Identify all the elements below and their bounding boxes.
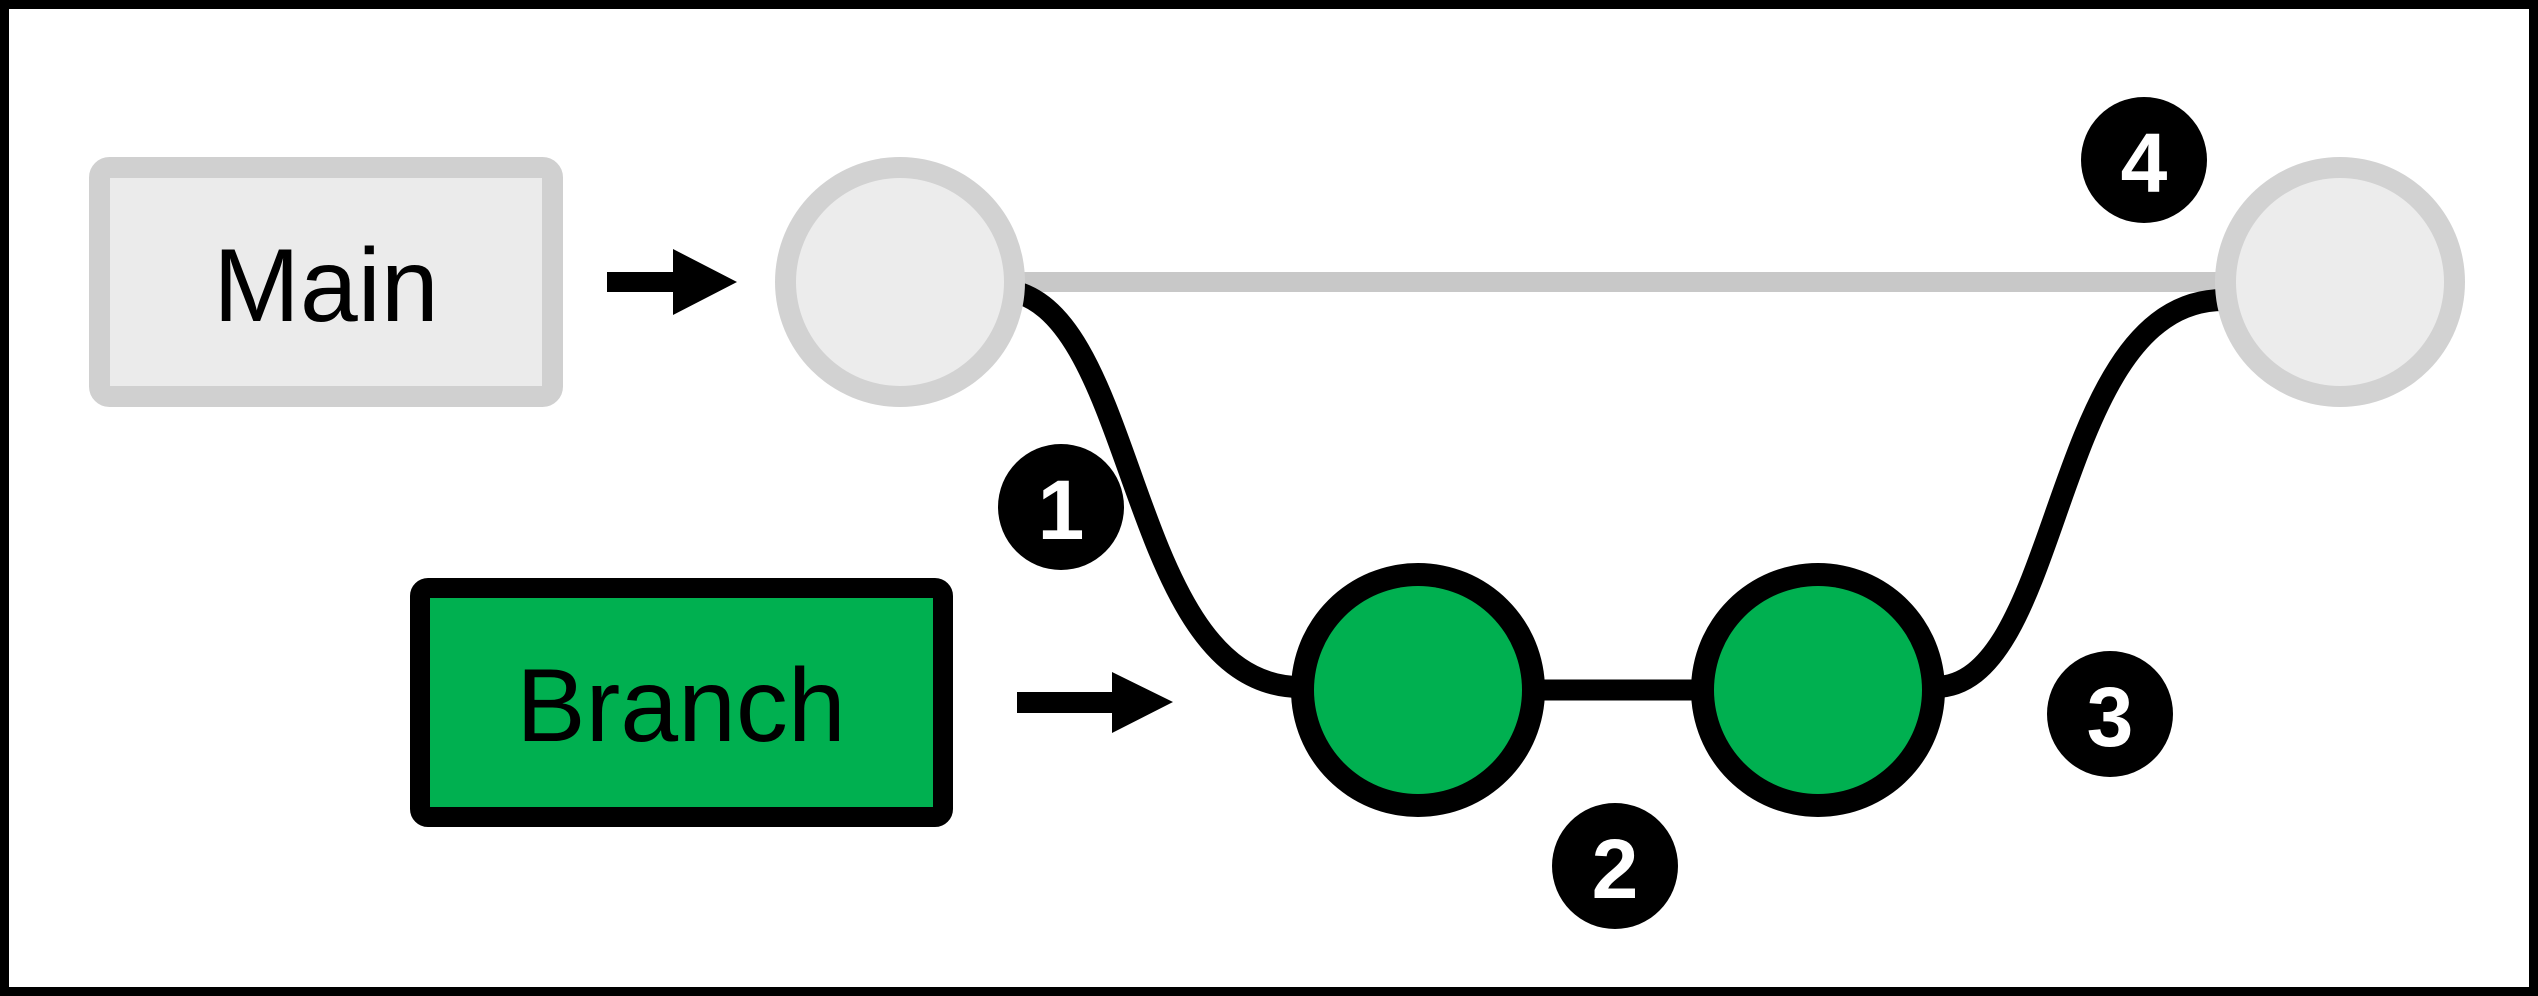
main-arrow-icon — [607, 249, 737, 315]
merge-curve — [1934, 288, 2226, 698]
branch-off-curve — [1003, 279, 1301, 698]
branch-commit-node-1-fill — [1314, 586, 1522, 794]
branch-arrow-icon — [1017, 672, 1173, 733]
step-badge-3-circle — [2047, 651, 2173, 777]
main-label-text: Main — [213, 228, 438, 344]
main-commit-node-2 — [2215, 157, 2465, 407]
step-badge-4-circle — [2081, 97, 2207, 223]
step-badge-3: 3 — [2047, 651, 2173, 777]
step-badge-2-circle — [1552, 803, 1678, 929]
main-commit-node-2-fill — [2236, 178, 2444, 386]
step-badge-3-number: 3 — [2087, 670, 2134, 764]
branch-commit-node-1 — [1291, 563, 1545, 817]
step-badge-1-circle — [998, 444, 1124, 570]
branch-label-text: Branch — [516, 648, 846, 764]
main-label-box — [89, 157, 563, 407]
main-commit-node-1 — [775, 157, 1025, 407]
step-badge-2-number: 2 — [1592, 822, 1639, 916]
step-badge-2: 2 — [1552, 803, 1678, 929]
step-badge-1: 1 — [998, 444, 1124, 570]
step-badge-4: 4 — [2081, 97, 2207, 223]
branch-commit-node-2 — [1691, 563, 1945, 817]
step-badge-4-number: 4 — [2121, 116, 2168, 210]
step-badge-1-number: 1 — [1038, 463, 1085, 557]
branch-commit-node-2-fill — [1714, 586, 1922, 794]
branch-label-box — [410, 578, 953, 827]
main-commit-node-1-fill — [796, 178, 1004, 386]
